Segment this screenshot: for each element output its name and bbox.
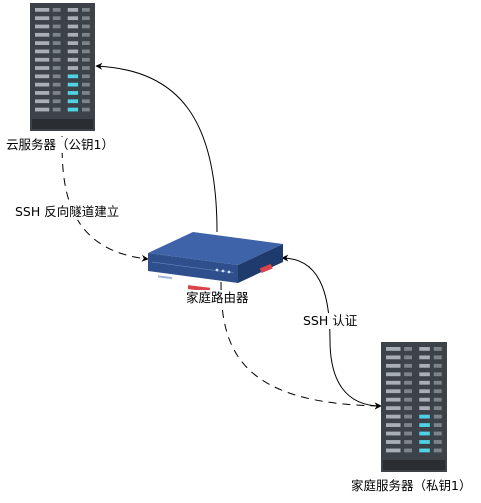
drive-bay bbox=[386, 406, 401, 411]
drive-bay bbox=[35, 49, 50, 54]
home-server-label: 家庭服务器（私钥1） bbox=[350, 478, 473, 494]
home-server-icon bbox=[381, 342, 447, 472]
cloud-server-label: 云服务器（公钥1） bbox=[5, 137, 115, 153]
drive-bay bbox=[386, 414, 401, 419]
router-label: 家庭路由器 bbox=[185, 290, 250, 306]
drive-bay bbox=[35, 99, 50, 104]
drive-bay bbox=[35, 91, 50, 95]
drive-bay bbox=[386, 380, 401, 385]
drive-bay bbox=[386, 431, 401, 436]
drive-bay bbox=[386, 423, 401, 427]
drive-bay bbox=[35, 32, 50, 37]
ssh-edge-label: SSH 认证 bbox=[302, 313, 359, 329]
drive-bay bbox=[386, 448, 401, 453]
drive-bay bbox=[386, 363, 401, 368]
drive-bay bbox=[386, 372, 401, 377]
drive-bay bbox=[35, 24, 50, 29]
drive-bay bbox=[35, 16, 50, 21]
drive-bay bbox=[386, 397, 401, 402]
edge-home-ssh bbox=[281, 254, 382, 410]
drive-bay bbox=[386, 389, 401, 394]
edge-router-to-cloud bbox=[95, 62, 218, 233]
drive-bay bbox=[35, 66, 50, 70]
cloud-server-icon bbox=[30, 3, 95, 131]
drive-bay bbox=[386, 355, 401, 360]
drive-bay bbox=[35, 57, 50, 62]
drive-bay bbox=[35, 74, 50, 79]
drive-bay bbox=[35, 8, 50, 12]
tunnel-edge-label: SSH 反向隧道建立 bbox=[14, 204, 121, 220]
edge-router-to-home bbox=[220, 281, 382, 410]
drive-bay bbox=[386, 440, 401, 444]
edge-cloud-tunnel bbox=[61, 135, 149, 262]
drive-bay bbox=[35, 82, 50, 87]
drive-bay bbox=[386, 347, 401, 351]
drive-bay bbox=[35, 107, 50, 112]
router-icon bbox=[148, 232, 283, 292]
drive-bay bbox=[35, 41, 50, 45]
